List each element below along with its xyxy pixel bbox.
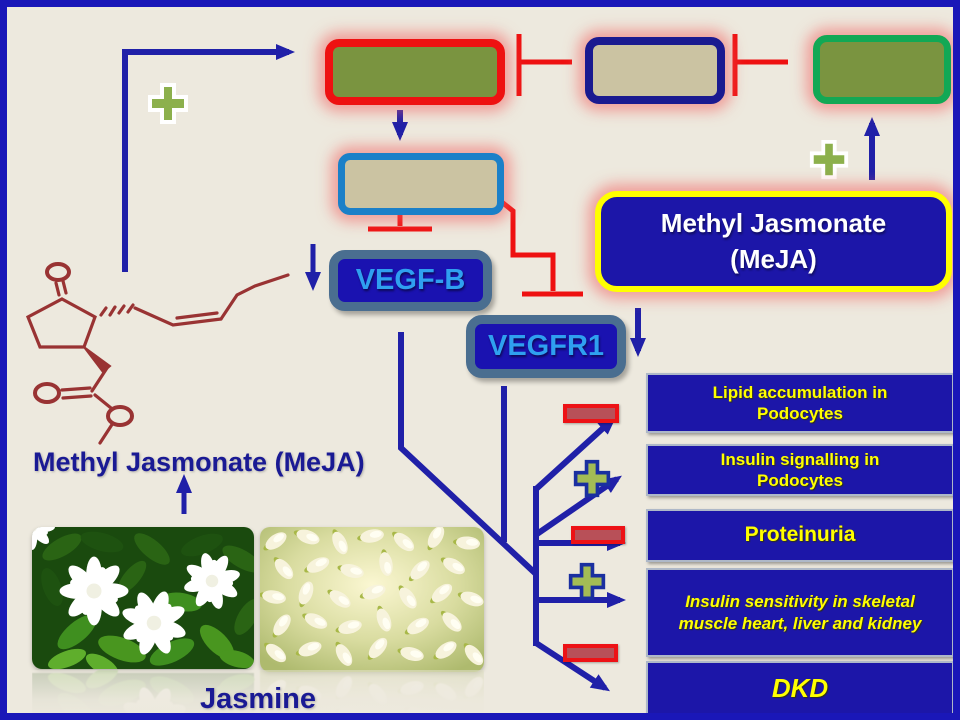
outcome-dkd: DKD <box>646 661 953 713</box>
outcome-label: DKD <box>771 673 829 704</box>
pathway-box-a <box>325 39 505 105</box>
t-bar-boxb-to-boxa <box>516 34 572 96</box>
arrow-to-dkd <box>534 640 611 692</box>
leaf-shapes <box>42 533 254 635</box>
jasmine-caption: Jasmine <box>199 683 317 715</box>
outcome-label: Lipid accumulation in Podocytes <box>712 382 888 423</box>
meja-box-line2: (MeJA) <box>730 243 817 274</box>
outcome-label: Proteinuria <box>744 523 856 547</box>
plus-icon <box>568 562 606 601</box>
t-bar-boxc-to-boxb <box>732 34 788 96</box>
plus-icon <box>573 459 611 498</box>
jasmine-buds-photo <box>260 527 484 672</box>
outcome-insulin-signalling: Insulin signalling in Podocytes <box>646 444 953 496</box>
molecule-caption: Methyl Jasmonate (MeJA) <box>33 447 365 477</box>
outcome-insulin-sensitivity: Insulin sensitivity in skeletal muscle h… <box>646 568 953 657</box>
meja-molecule-structure <box>25 262 290 445</box>
plus-icon <box>148 83 188 124</box>
pathway-box-b <box>585 37 725 104</box>
t-bar-boxd-to-vegfr1 <box>486 189 583 297</box>
meja-box: Methyl Jasmonate (MeJA) <box>595 191 952 292</box>
vegfr1-box: VEGFR1 <box>466 315 626 378</box>
plus-icon <box>809 139 849 180</box>
vegfb-box: VEGF-B <box>329 250 492 311</box>
line-vegfb-branch <box>398 332 539 577</box>
minus-icon <box>571 526 625 544</box>
minus-icon <box>563 644 618 662</box>
photo-reflection <box>32 670 484 713</box>
arrow-to-insulin-signalling <box>535 475 622 537</box>
arrow-meja-to-boxa <box>122 44 295 272</box>
pathway-box-c <box>813 35 951 104</box>
arrow-to-lipid <box>532 415 617 493</box>
connector-overlay <box>122 34 880 692</box>
outcome-label: Insulin signalling in Podocytes <box>720 449 880 490</box>
vegfr1-label: VEGFR1 <box>487 330 605 362</box>
pathway-box-d <box>338 153 504 215</box>
meja-box-line1: Methyl Jasmonate <box>660 208 887 239</box>
outcome-lipid-accumulation: Lipid accumulation in Podocytes <box>646 373 953 433</box>
vegfb-label: VEGF-B <box>355 264 466 296</box>
outcome-label: Insulin sensitivity in skeletal muscle h… <box>678 592 922 633</box>
outcome-proteinuria: Proteinuria <box>646 509 953 562</box>
jasmine-flowers-photo <box>32 527 254 669</box>
minus-icon <box>563 404 619 423</box>
